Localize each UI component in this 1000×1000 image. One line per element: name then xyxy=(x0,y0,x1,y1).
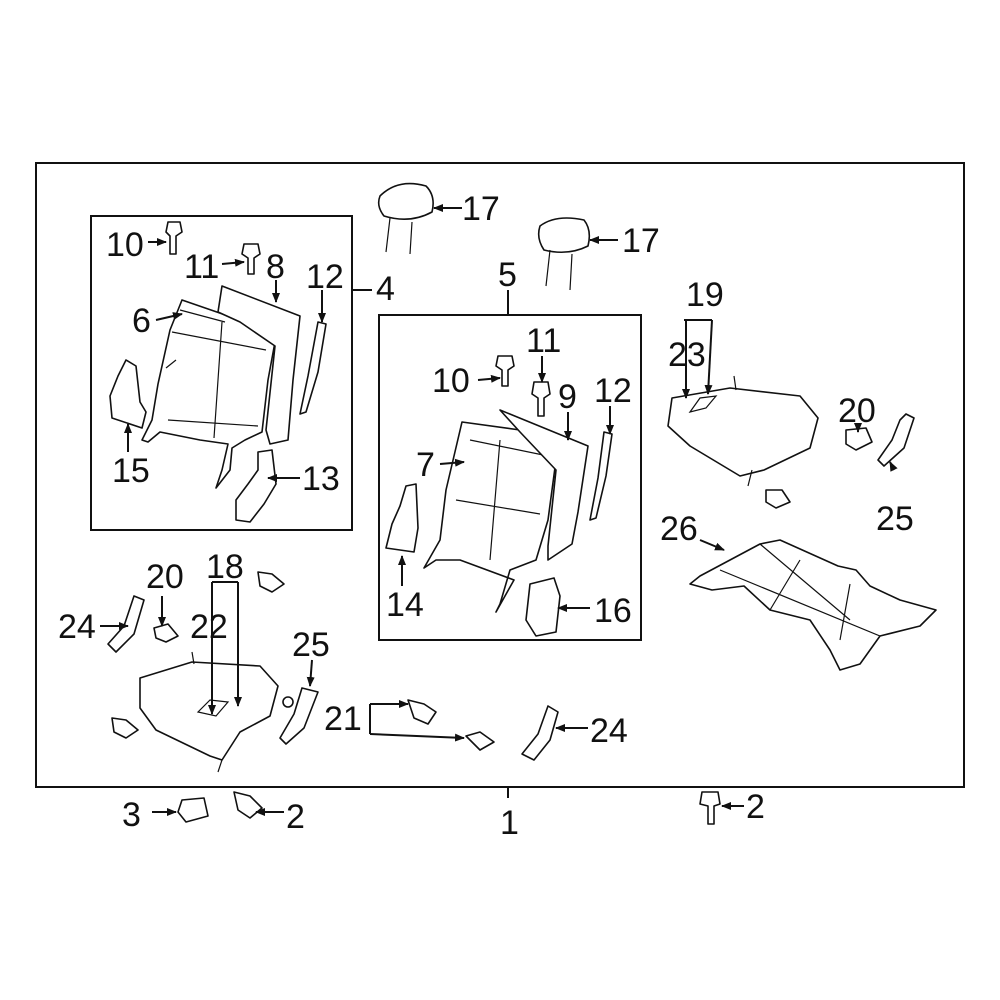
bolt-part-18-lower xyxy=(111,717,139,739)
part-17-headrest-right xyxy=(537,217,591,291)
callout-17-right: 17 xyxy=(622,222,660,260)
part-21-bolt-lower xyxy=(465,731,495,751)
callout-19: 19 xyxy=(686,276,724,314)
part-20-bolt-left xyxy=(153,623,179,643)
part-9-back-panel xyxy=(499,409,589,561)
callout-10-left: 10 xyxy=(106,226,144,264)
part-10-headrest-guide-center xyxy=(495,355,515,387)
part-11-headrest-guide-center xyxy=(531,381,551,417)
callout-1: 1 xyxy=(500,804,519,842)
callout-10-center: 10 xyxy=(432,362,470,400)
callout-25-left: 25 xyxy=(292,626,330,664)
callout-13: 13 xyxy=(302,460,340,498)
callout-11-left: 11 xyxy=(184,248,219,286)
callout-2-right: 2 xyxy=(746,788,765,826)
callout-12-left: 12 xyxy=(306,258,344,296)
part-16-hinge-cover xyxy=(525,577,561,637)
part-21-bolt-upper xyxy=(407,699,437,725)
callout-24-left: 24 xyxy=(58,608,96,646)
part-24-bracket-right xyxy=(521,705,559,761)
callout-12-center: 12 xyxy=(594,372,632,410)
callout-2-left: 2 xyxy=(286,798,305,836)
main-frame xyxy=(35,162,965,788)
callout-17-left: 17 xyxy=(462,190,500,228)
part-2-bolt-right xyxy=(699,791,721,825)
callout-23: 23 xyxy=(668,336,706,374)
callout-25-right: 25 xyxy=(876,500,914,538)
part-3-cap xyxy=(177,797,209,823)
leader-lines xyxy=(100,204,898,816)
bolt-under-right-cushion xyxy=(765,489,791,509)
part-18-seat-cushion-left xyxy=(139,651,279,773)
part-11-headrest-guide-left xyxy=(241,243,261,275)
callout-15: 15 xyxy=(112,452,150,490)
group-box-center xyxy=(378,314,642,641)
callout-labels: 10 11 8 12 4 6 15 13 17 17 5 10 11 9 12 … xyxy=(58,190,914,842)
callout-24-right: 24 xyxy=(590,712,628,750)
part-25-bracket-left xyxy=(279,687,319,745)
callout-4: 4 xyxy=(376,270,395,308)
callout-11-center: 11 xyxy=(526,322,561,360)
part-8-back-panel xyxy=(217,285,301,445)
callout-3: 3 xyxy=(122,796,141,834)
part-26-seat-frame xyxy=(689,539,937,671)
part-2-bolt-left xyxy=(233,791,263,819)
callout-9: 9 xyxy=(558,378,577,416)
part-25-bracket-right xyxy=(877,413,915,467)
part-14-side-cover xyxy=(385,483,419,553)
callout-20-left: 20 xyxy=(146,558,184,596)
callout-5: 5 xyxy=(498,256,517,294)
part-24-bracket-left xyxy=(107,595,145,653)
part-13-hinge-cover xyxy=(235,449,277,523)
callout-18: 18 xyxy=(206,548,244,586)
part-19-seat-cushion-right xyxy=(667,375,819,487)
callout-14: 14 xyxy=(386,586,424,624)
callout-6: 6 xyxy=(132,302,151,340)
part-15-side-cover xyxy=(109,359,147,429)
part-12-trim-strip-left xyxy=(299,321,327,415)
callout-21: 21 xyxy=(324,700,362,738)
callout-16: 16 xyxy=(594,592,632,630)
part-10-headrest-guide-left xyxy=(165,221,183,255)
callout-20-right: 20 xyxy=(838,392,876,430)
part-12-trim-strip-center xyxy=(589,431,613,521)
callout-22: 22 xyxy=(190,608,228,646)
part-7-seat-back xyxy=(423,421,557,613)
callout-8: 8 xyxy=(266,248,285,286)
part-20-bolt-right xyxy=(845,427,873,451)
nut-small xyxy=(282,696,294,708)
part-17-headrest-left xyxy=(377,182,434,255)
bolt-part-18-upper xyxy=(257,571,285,593)
part-6-seat-back-highlighted[interactable] xyxy=(141,299,276,489)
callout-7: 7 xyxy=(416,446,435,484)
group-box-left xyxy=(90,215,353,531)
callout-26: 26 xyxy=(660,510,698,548)
